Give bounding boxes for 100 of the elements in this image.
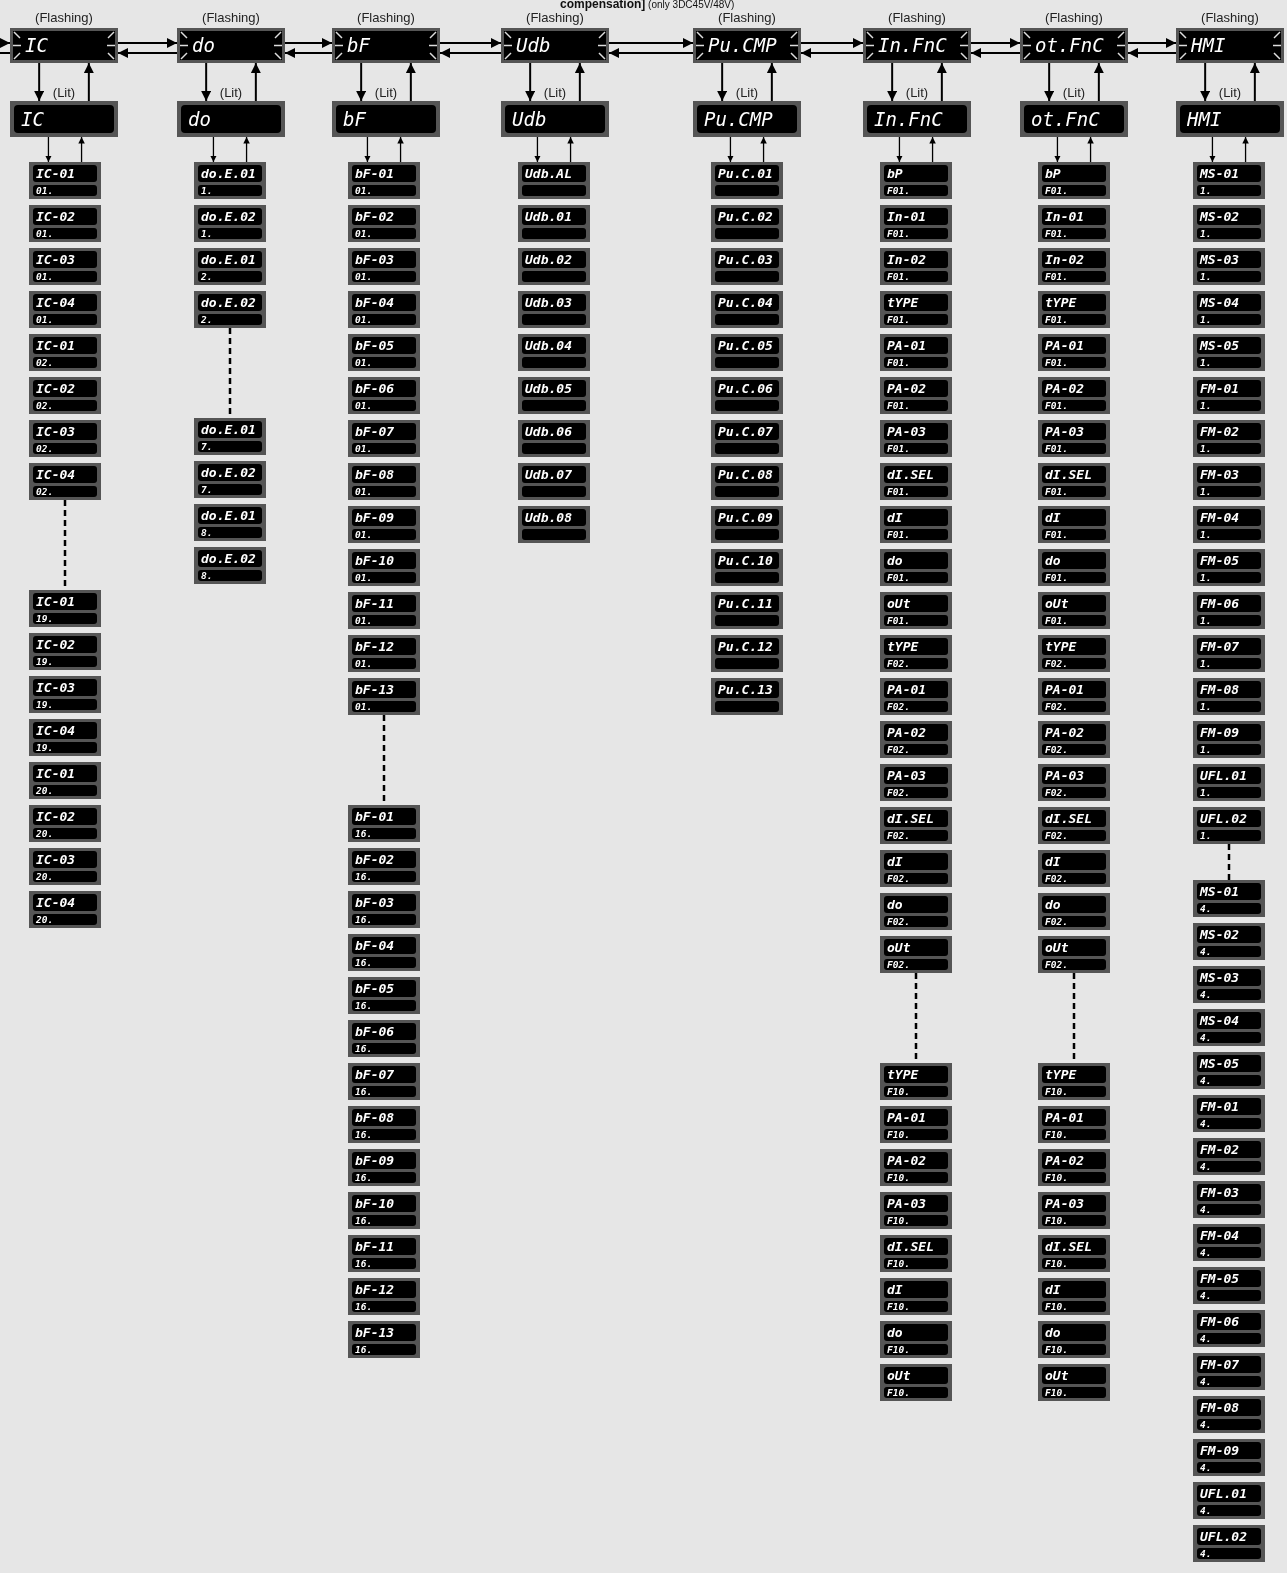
value-readout: F01. bbox=[1042, 185, 1106, 196]
parameter-display bbox=[1193, 420, 1265, 457]
parameter-display bbox=[1038, 1149, 1110, 1186]
parameter-display bbox=[518, 248, 590, 285]
display-readout: bF-05 bbox=[352, 980, 416, 997]
value-readout: 2. bbox=[198, 314, 262, 325]
arrow bbox=[534, 136, 541, 163]
value-readout: 01. bbox=[352, 658, 416, 669]
parameter-display bbox=[348, 635, 420, 672]
value-readout: 16. bbox=[352, 1043, 416, 1054]
value-readout: 16. bbox=[352, 1301, 416, 1312]
arrow bbox=[364, 136, 371, 163]
value-readout: 01. bbox=[352, 443, 416, 454]
parameter-display bbox=[1193, 549, 1265, 586]
parameter-display bbox=[1193, 1482, 1265, 1519]
parameter-display bbox=[348, 248, 420, 285]
arrow bbox=[970, 38, 1021, 48]
value-readout: 1. bbox=[1197, 658, 1261, 669]
parameter-display bbox=[880, 893, 952, 930]
value-readout: F01. bbox=[884, 314, 948, 325]
parameter-display bbox=[1193, 678, 1265, 715]
display-readout: Pu.C.08 bbox=[715, 466, 779, 483]
parameter-display bbox=[518, 377, 590, 414]
display-text: HMI bbox=[1190, 33, 1227, 58]
display-readout: IC-03 bbox=[33, 851, 97, 868]
value-readout: 01. bbox=[33, 271, 97, 282]
display-readout: IC-01 bbox=[33, 165, 97, 182]
parameter-display bbox=[880, 592, 952, 629]
parameter-display bbox=[348, 1063, 420, 1100]
parameter-display bbox=[1193, 1267, 1265, 1304]
parameter-display bbox=[348, 848, 420, 885]
display-readout: In-01 bbox=[1042, 208, 1106, 225]
parameter-display bbox=[880, 291, 952, 328]
parameter-display bbox=[1193, 966, 1265, 1003]
parameter-display bbox=[1193, 592, 1265, 629]
value-readout: F01. bbox=[884, 271, 948, 282]
value-readout: F02. bbox=[1042, 701, 1106, 712]
parameter-display bbox=[880, 420, 952, 457]
display-readout: bF-09 bbox=[352, 509, 416, 526]
parameter-display bbox=[1193, 377, 1265, 414]
state-label: (Flashing) bbox=[1045, 10, 1103, 25]
parameter-display bbox=[518, 291, 590, 328]
parameter-display bbox=[1193, 1353, 1265, 1390]
value-readout: F01. bbox=[1042, 486, 1106, 497]
display-readout: FM-04 bbox=[1197, 509, 1261, 526]
display-readout: ot.FnC bbox=[1024, 105, 1124, 133]
parameter-display bbox=[1038, 162, 1110, 199]
value-readout: 1. bbox=[1197, 314, 1261, 325]
parameter-display bbox=[348, 805, 420, 842]
flashing-display bbox=[177, 28, 285, 63]
display-readout: bF-06 bbox=[352, 380, 416, 397]
display-readout: PA-02 bbox=[1042, 724, 1106, 741]
display-readout: IC-04 bbox=[33, 466, 97, 483]
display-readout: IC-02 bbox=[33, 636, 97, 653]
display-readout: PA-01 bbox=[1042, 1109, 1106, 1126]
display-readout: FM-08 bbox=[1197, 681, 1261, 698]
display-readout: do bbox=[1042, 896, 1106, 913]
value-readout: F02. bbox=[884, 701, 948, 712]
parameter-display bbox=[1038, 893, 1110, 930]
parameter-display bbox=[880, 936, 952, 973]
parameter-display bbox=[194, 461, 266, 498]
parameter-display bbox=[194, 162, 266, 199]
value-readout: 4. bbox=[1197, 1032, 1261, 1043]
display-readout: IC-04 bbox=[33, 894, 97, 911]
parameter-display bbox=[518, 463, 590, 500]
parameter-display bbox=[518, 205, 590, 242]
parameter-display bbox=[1193, 1052, 1265, 1089]
display-readout: do.E.02 bbox=[198, 550, 262, 567]
parameter-display bbox=[348, 291, 420, 328]
arrow bbox=[405, 62, 416, 102]
arrow bbox=[284, 38, 333, 48]
value-readout: F02. bbox=[884, 873, 948, 884]
value-readout: 1. bbox=[1197, 615, 1261, 626]
display-readout: bF-06 bbox=[352, 1023, 416, 1040]
display-readout: do.E.01 bbox=[198, 507, 262, 524]
display-readout: do bbox=[884, 1324, 948, 1341]
parameter-display bbox=[1038, 205, 1110, 242]
display-readout: FM-01 bbox=[1197, 380, 1261, 397]
value-readout: 4. bbox=[1197, 1333, 1261, 1344]
value-readout: 02. bbox=[33, 357, 97, 368]
parameter-display bbox=[348, 1321, 420, 1358]
arrow bbox=[1093, 62, 1104, 102]
display-readout: do bbox=[1042, 552, 1106, 569]
display-readout: Pu.C.06 bbox=[715, 380, 779, 397]
display-readout: Pu.C.03 bbox=[715, 251, 779, 268]
value-readout: F01. bbox=[884, 529, 948, 540]
parameter-display bbox=[348, 205, 420, 242]
display-readout: HMI bbox=[1180, 105, 1280, 133]
display-readout: do bbox=[181, 105, 281, 133]
parameter-display bbox=[29, 633, 101, 670]
parameter-display bbox=[348, 334, 420, 371]
parameter-display bbox=[880, 1278, 952, 1315]
parameter-display bbox=[1038, 1364, 1110, 1401]
value-readout: 16. bbox=[352, 1344, 416, 1355]
display-readout: dI.SEL bbox=[884, 466, 948, 483]
display-readout: FM-06 bbox=[1197, 595, 1261, 612]
parameter-display bbox=[1038, 1278, 1110, 1315]
arrow bbox=[439, 48, 502, 58]
parameter-display bbox=[194, 547, 266, 584]
display-readout: oUt bbox=[884, 595, 948, 612]
